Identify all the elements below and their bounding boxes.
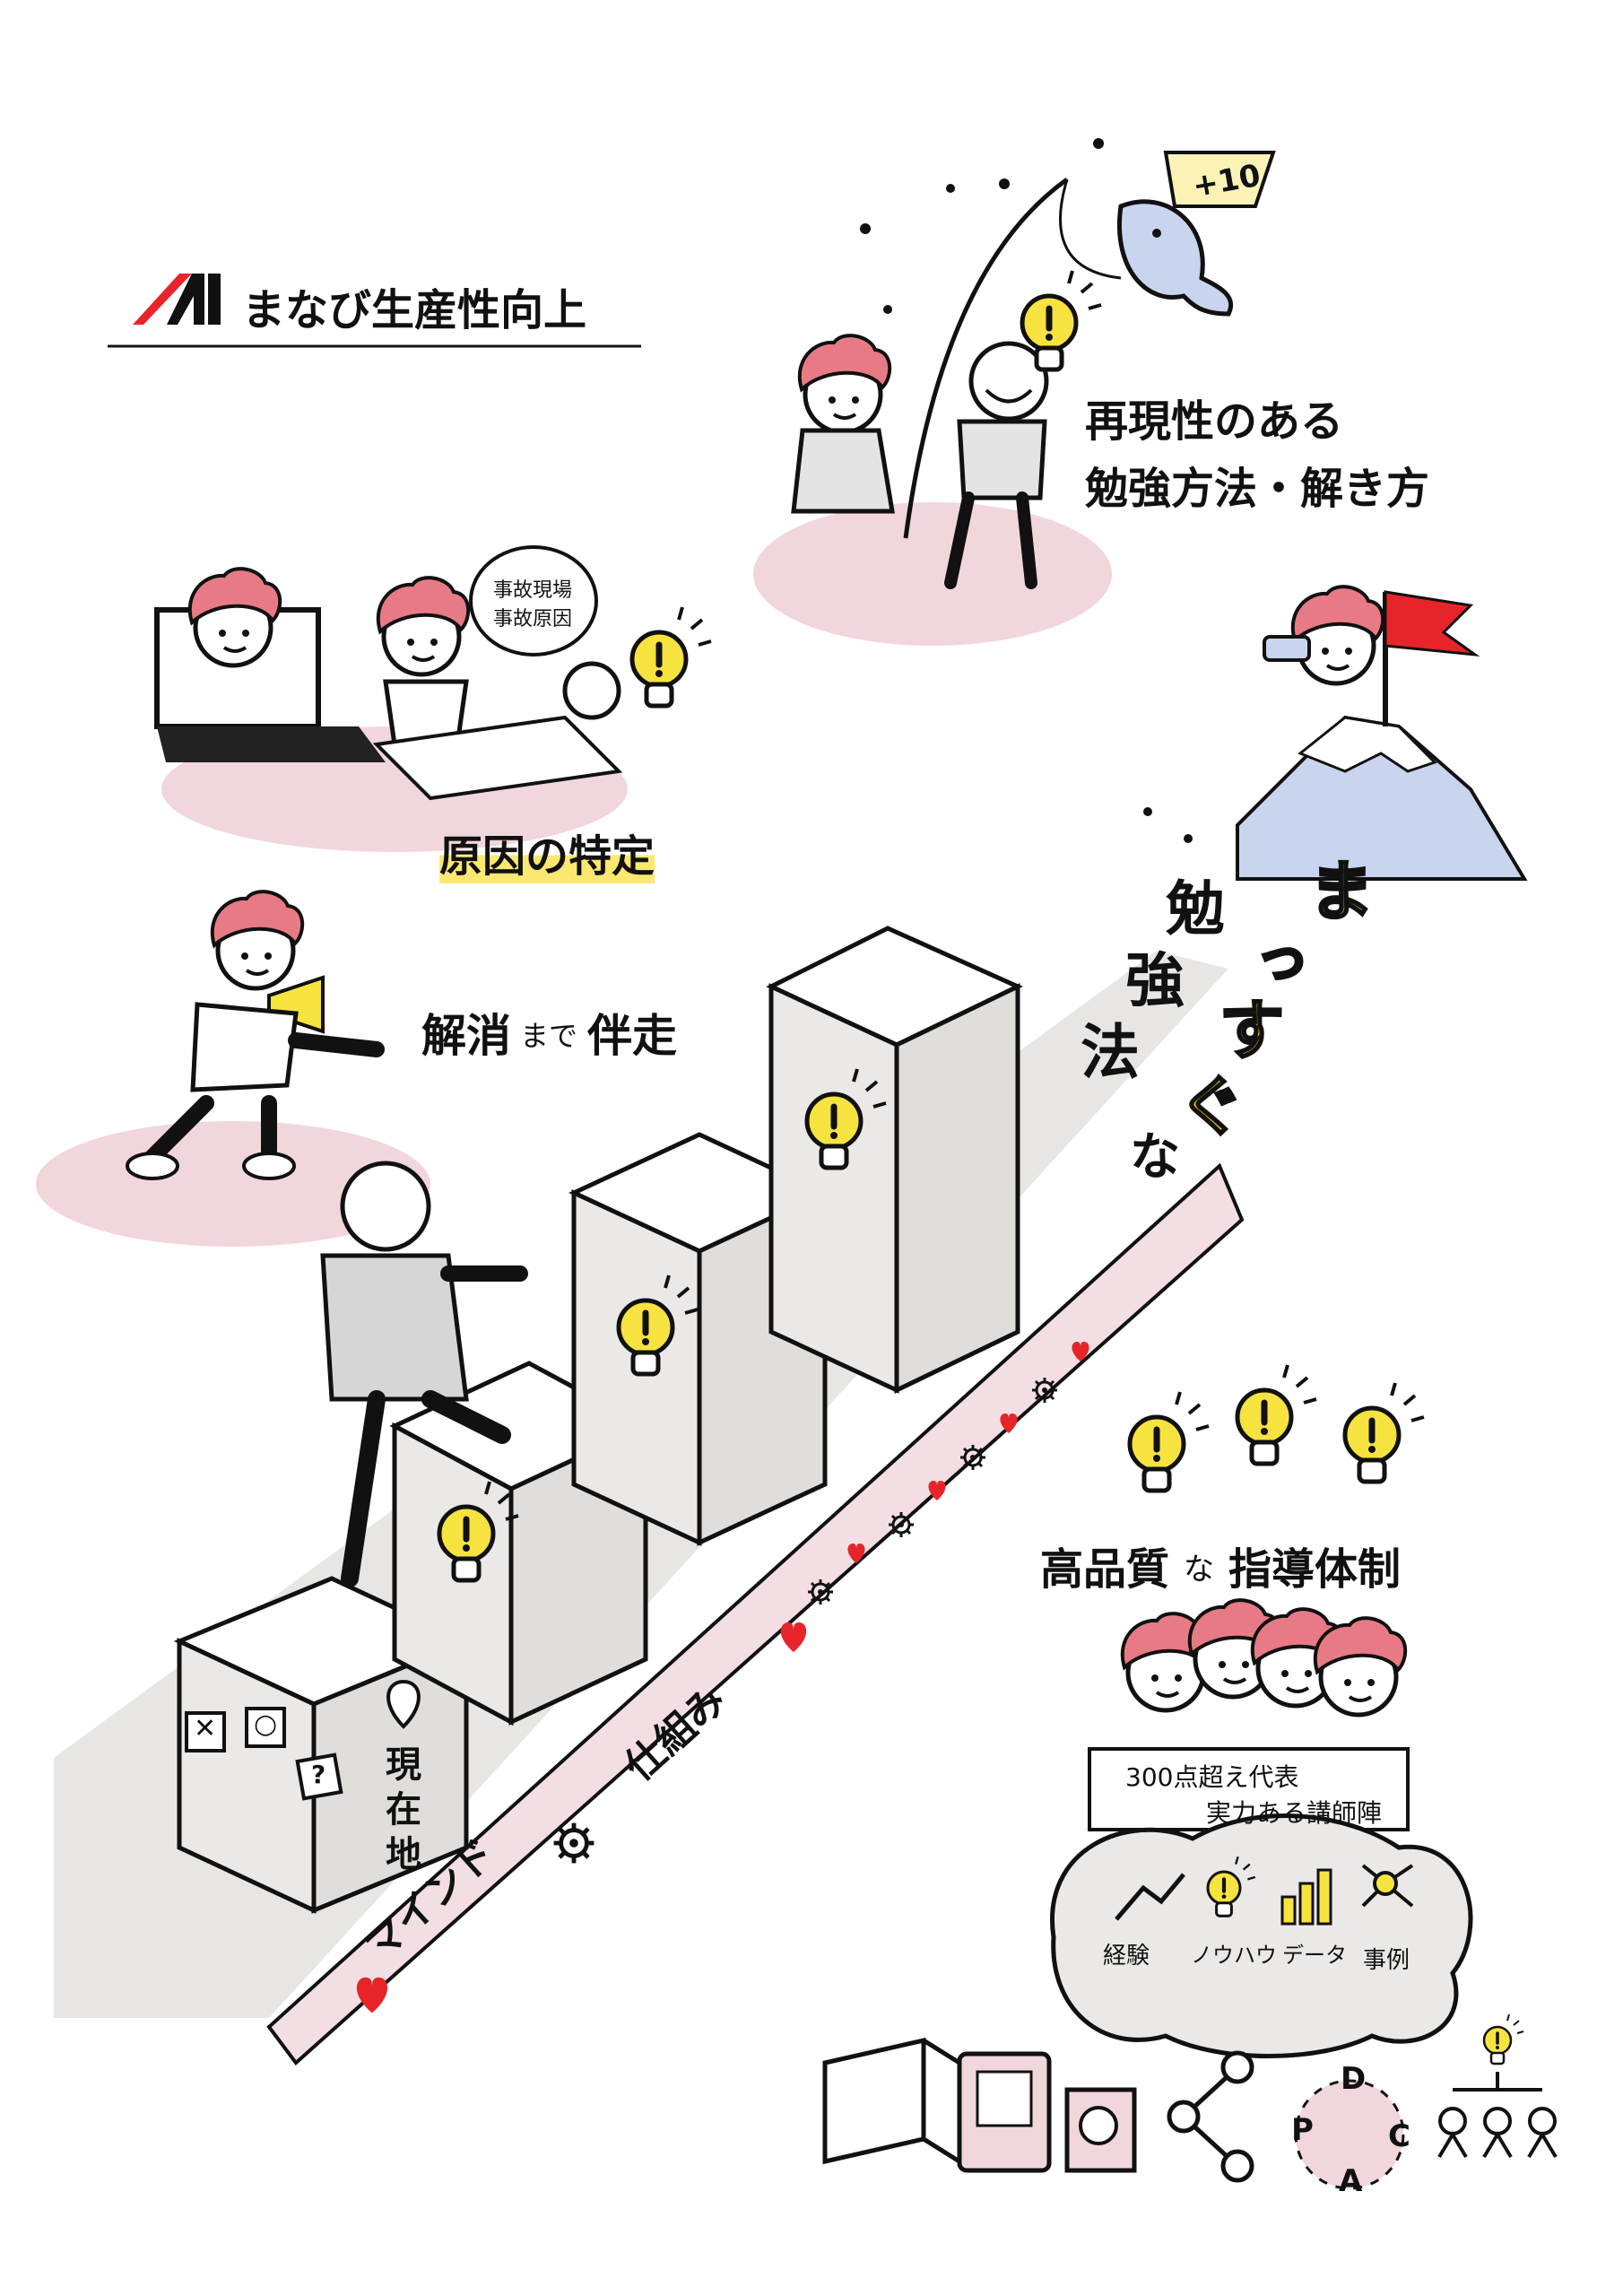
goal-ch5: な (1130, 1128, 1180, 1187)
sign-q: ? (311, 1760, 326, 1789)
start-signs (185, 1679, 421, 1801)
coaching-label-b: まで (520, 1019, 578, 1053)
board-line2: 実力ある講師陣 (1206, 1798, 1383, 1828)
asset-label-3: データ (1282, 1943, 1347, 1968)
teacher-board (1088, 1747, 1410, 1831)
step-box-4 (766, 926, 1023, 1394)
goal-ch2: っ (1254, 926, 1311, 992)
bubble-line1: 事故現場 (493, 579, 573, 602)
goal-word1: 勉 (1166, 874, 1225, 944)
brand-logo-icon (133, 274, 221, 325)
book-icon (822, 2037, 962, 2166)
organization-icon (1437, 2072, 1558, 2159)
climbing-figure (320, 1161, 528, 1587)
score-flag (1163, 151, 1276, 208)
instruction-title-c: 指導体制 (1228, 1544, 1402, 1595)
coaching-label-c: 伴走 (587, 1010, 677, 1062)
reproducible-line2: 勉強方法・解き方 (1085, 464, 1430, 514)
step-box-1 (173, 1576, 473, 1914)
asset-icons (1115, 1857, 1414, 1926)
sign-x: ✕ (194, 1713, 217, 1744)
goal-word2: 強 (1125, 946, 1185, 1015)
brand-title: まなび生産性向上 (242, 285, 587, 335)
team-bulb-icons (1130, 1365, 1424, 1491)
root-cause-label: 原因の特定 (439, 821, 655, 883)
instruction-title-a: 高品質 (1040, 1544, 1170, 1595)
scene-dots (860, 138, 1193, 843)
runner-scene (126, 891, 385, 1180)
start-ch1: 現 (386, 1744, 421, 1786)
fishing-scene (791, 151, 1276, 589)
laptop-scene (154, 545, 711, 801)
goal-ch4: ぐ (1177, 1068, 1245, 1146)
asset-label-1: 経験 (1103, 1943, 1150, 1970)
fish-icon (1117, 199, 1234, 317)
speech-bubble (469, 545, 598, 657)
shadow-runner (36, 1121, 430, 1247)
start-ch3: 地 (386, 1834, 421, 1875)
goal-word3: 法 (1081, 1018, 1140, 1087)
bubble-line2: 事故原因 (493, 608, 573, 631)
pdca-cycle-icon (1294, 2079, 1405, 2190)
sign-o: ○ (254, 1709, 278, 1740)
teacher-group (1123, 1600, 1405, 1715)
knowledge-cloud (1050, 1813, 1473, 2058)
share-icon (1167, 2050, 1254, 2183)
instruction-title-b: な (1184, 1552, 1214, 1587)
location-pin-icon (386, 1679, 421, 1729)
bottom-icons (822, 2013, 1558, 2190)
growth-icon (1115, 1873, 1185, 1921)
goal-ch3: す (1218, 992, 1285, 1070)
shadow-fishing (753, 502, 1112, 646)
network-icon (1361, 1864, 1414, 1908)
asset-label-2: ノウハウ (1191, 1943, 1277, 1968)
desk-paper (372, 715, 623, 801)
pdca-c: C (1388, 2118, 1410, 2154)
binoculars-icon (1263, 635, 1311, 662)
coaching-label-a: 解消 (421, 1010, 511, 1062)
asset-label-4: 事例 (1363, 1947, 1410, 1974)
road-ribbon (266, 1162, 1245, 2066)
pdca-p: P (1291, 2112, 1314, 2148)
reproducible-line1: 再現性のある (1085, 396, 1344, 447)
laptop-keyboard (157, 726, 386, 762)
board-line1: 300点超え代表 (1125, 1762, 1299, 1792)
start-ch2: 在 (386, 1789, 421, 1831)
summit-scene (1236, 587, 1528, 881)
pdca-d: D (1341, 2061, 1367, 2097)
goal-ch1: ま (1307, 853, 1375, 931)
flag-icon (1384, 590, 1480, 657)
pdca-a: A (1339, 2163, 1363, 2199)
bar-chart-icon (1280, 1868, 1332, 1926)
